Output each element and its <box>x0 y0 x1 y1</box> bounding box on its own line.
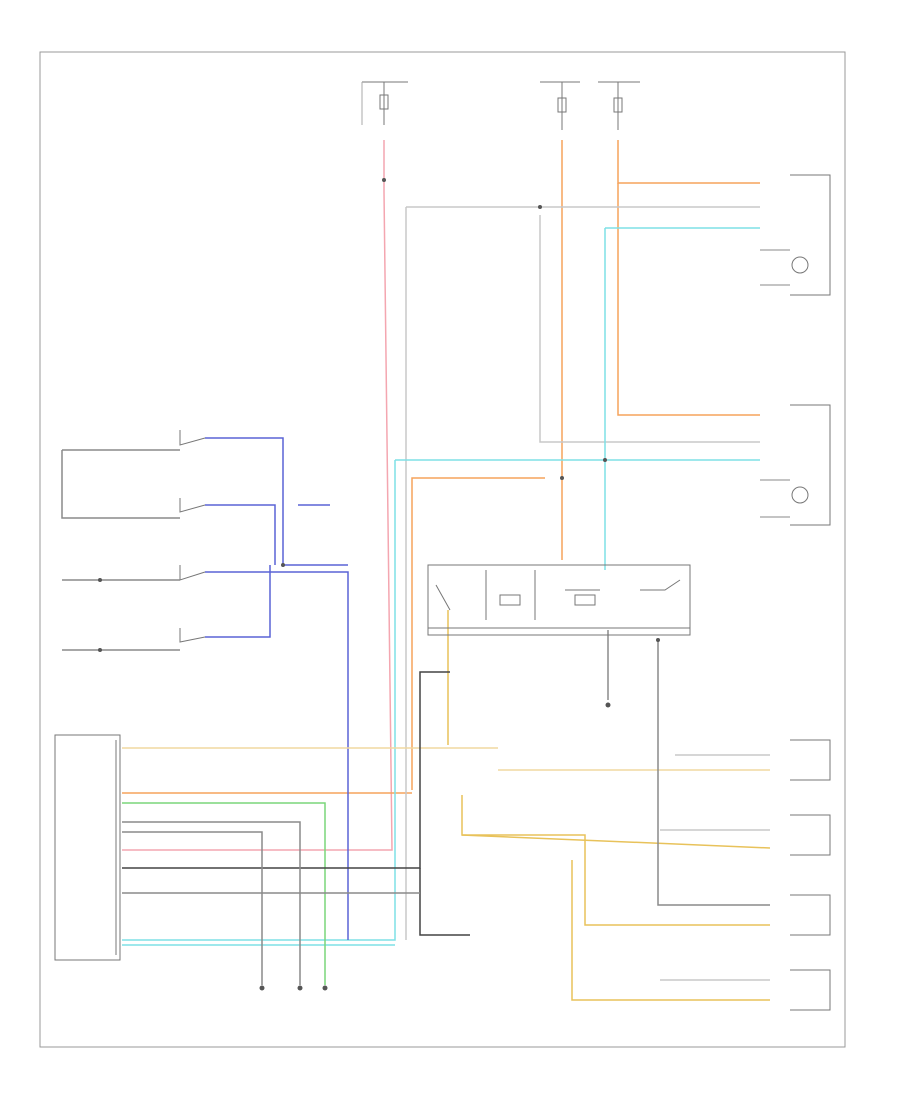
wire-yellow-4 <box>462 834 770 926</box>
wire-gray-vertical <box>539 215 760 443</box>
door-module-right-1 <box>760 174 831 296</box>
splice-points <box>281 178 660 642</box>
fuse-block-left <box>361 81 408 125</box>
wire-cyan-down <box>122 460 396 941</box>
door-module-right-2 <box>760 404 831 526</box>
relay-module <box>427 564 691 636</box>
body-control-module <box>54 734 121 961</box>
wire-yellow-6 <box>571 860 770 1001</box>
door-switch-group-left <box>61 430 206 652</box>
fuse-block-middle <box>540 81 580 130</box>
fuse-block-right <box>598 81 640 130</box>
wire-dark-2 <box>419 868 470 936</box>
wire-dark-4 <box>122 831 263 985</box>
door-jamb-switch-group-right <box>790 739 831 1011</box>
wire-orange-right-down <box>617 183 760 416</box>
wire-yellow-3 <box>461 795 771 849</box>
diagram-frame <box>39 51 846 1048</box>
wire-blue-3 <box>205 571 349 940</box>
wire-gray-r1 <box>657 640 770 906</box>
wire-orange-feed <box>411 477 545 790</box>
wire-pink-main <box>122 140 393 851</box>
wire-dark-3 <box>122 821 301 985</box>
wire-dark-1 <box>122 671 450 869</box>
wire-blue-1 <box>205 437 284 565</box>
ground-symbols <box>259 702 611 991</box>
wire-orange-right <box>617 140 760 184</box>
wire-blue-2 <box>205 504 276 565</box>
wire-blue-4 <box>205 565 271 638</box>
wire-green <box>122 802 326 985</box>
